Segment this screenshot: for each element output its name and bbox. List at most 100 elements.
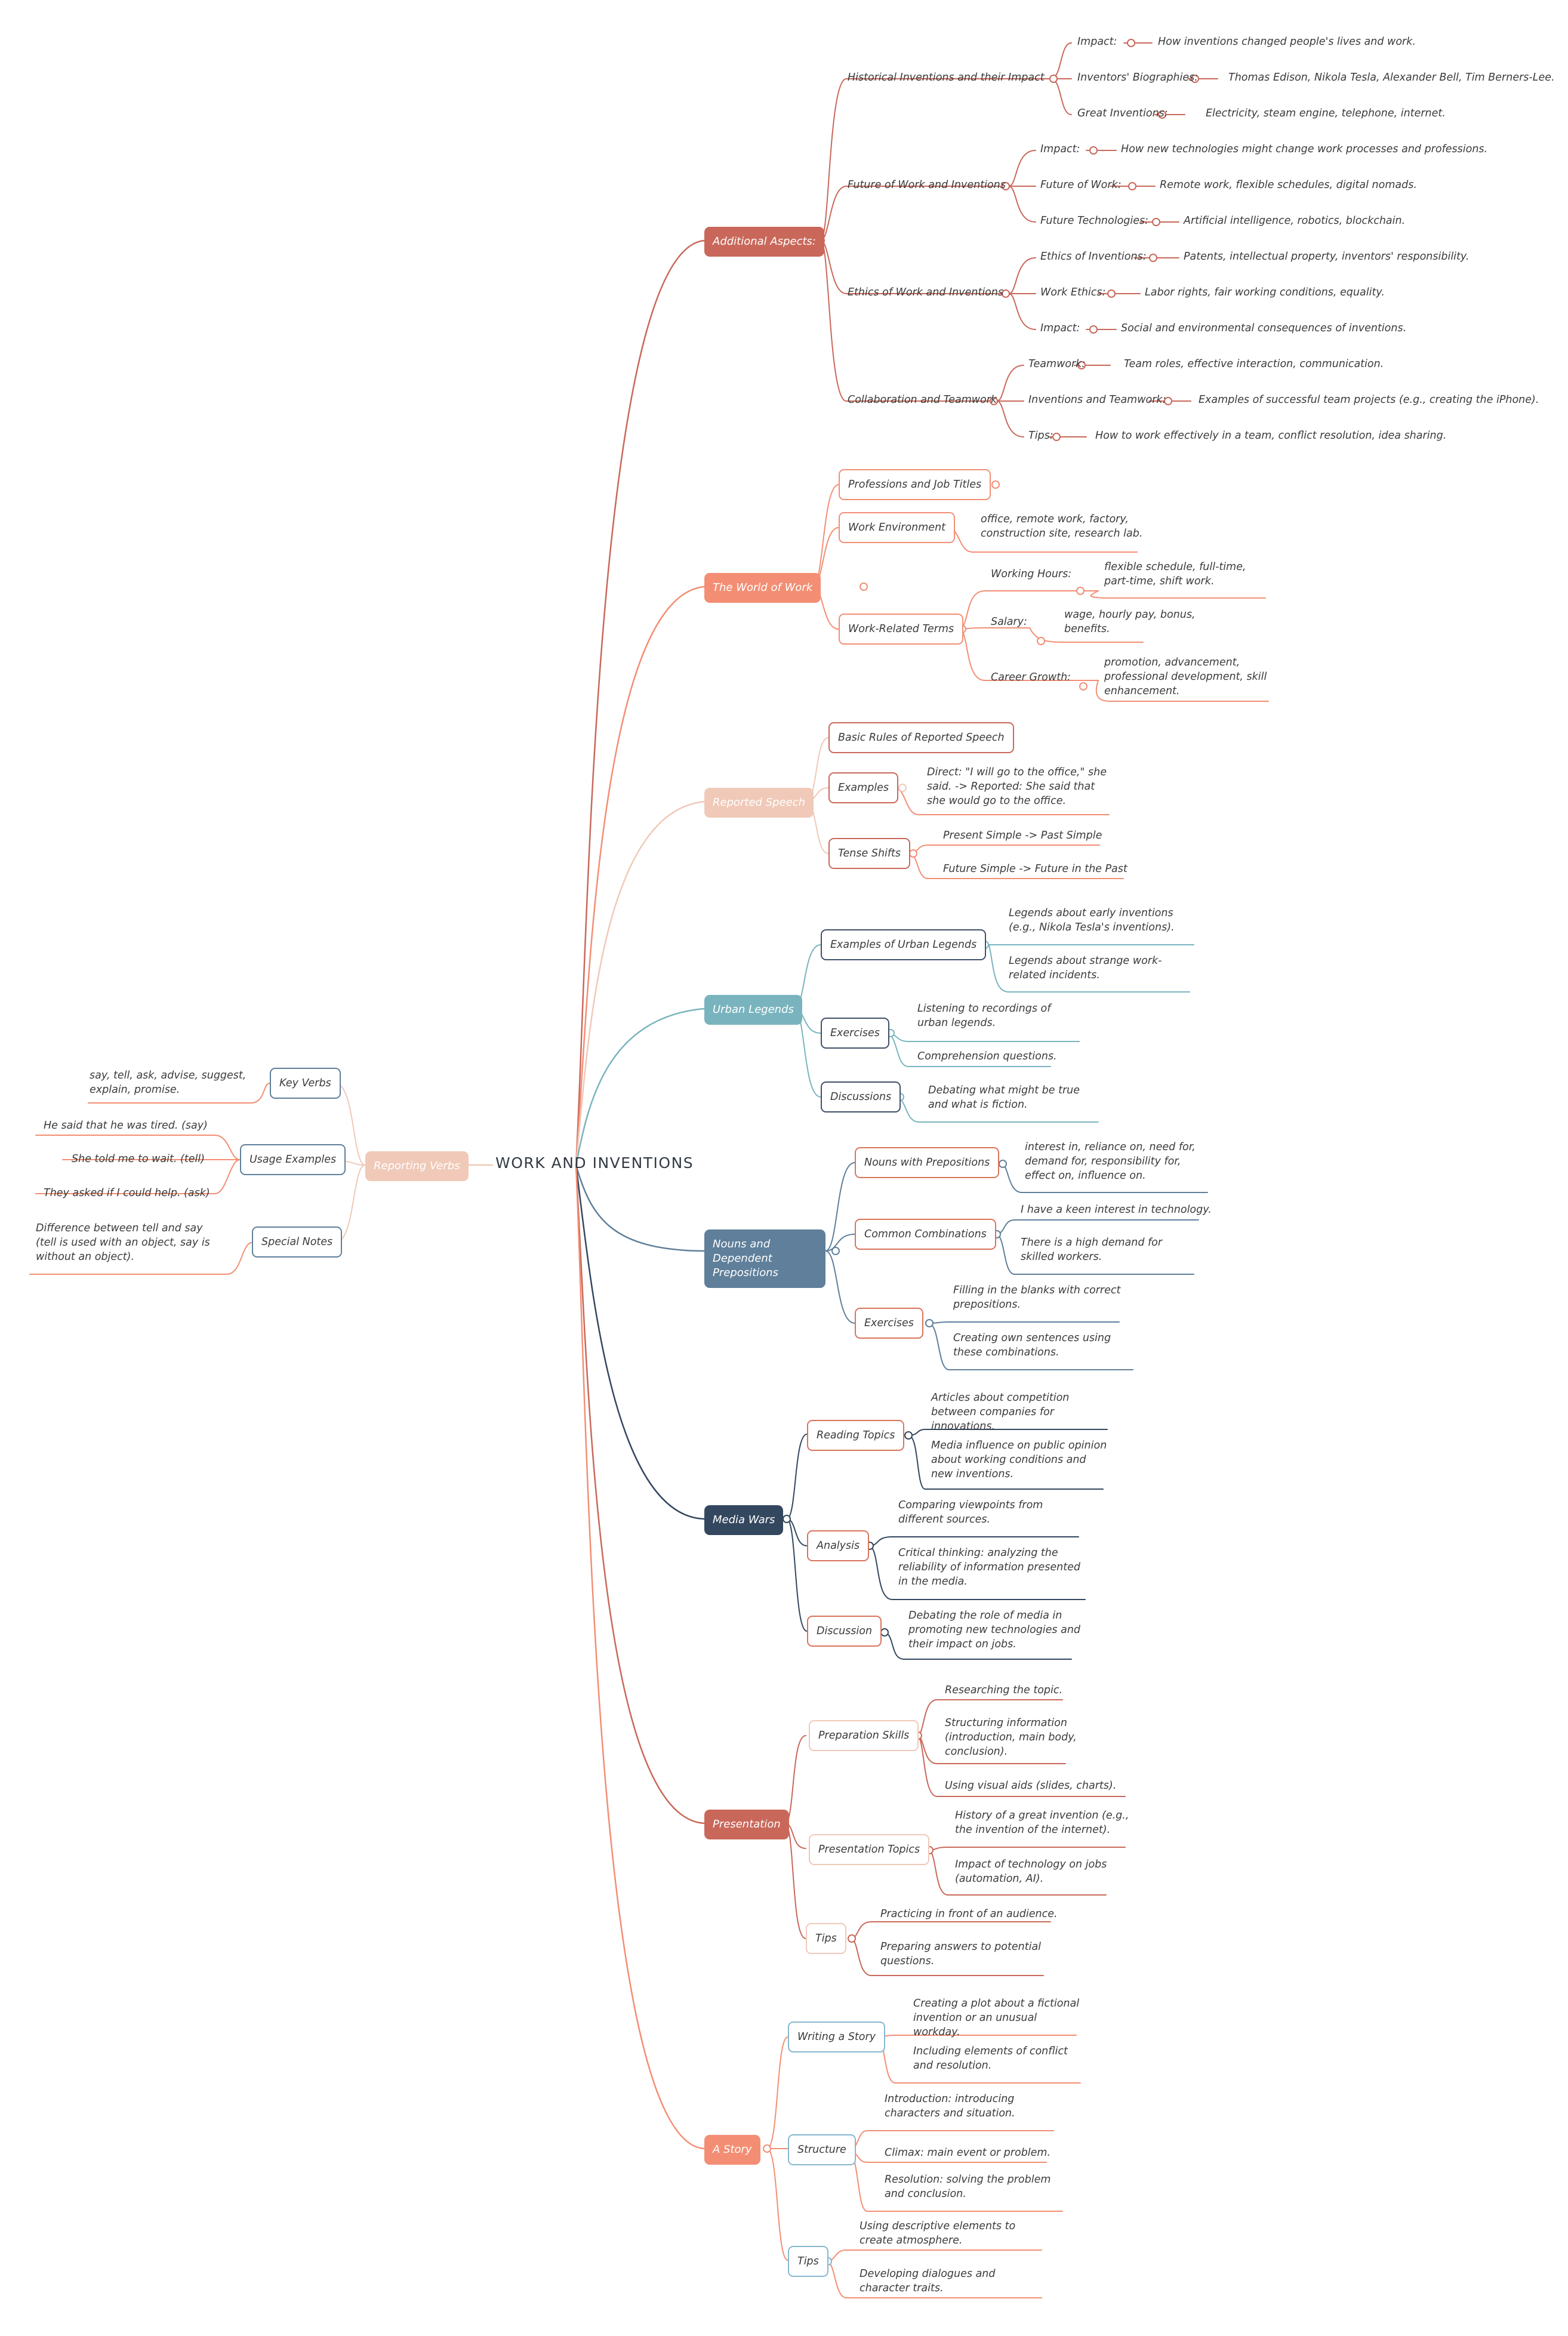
node-common-combinations[interactable]: Common Combinations <box>855 1219 996 1250</box>
topic-reported-speech[interactable]: Reported Speech <box>704 788 814 818</box>
node-basic-rules[interactable]: Basic Rules of Reported Speech <box>828 722 1014 753</box>
node-examples-urban-legends[interactable]: Examples of Urban Legends <box>821 929 987 960</box>
value-tip: Using descriptive elements to create atm… <box>860 2220 1016 2246</box>
value-exercise: Listening to recordings of urban legends… <box>917 1003 1051 1029</box>
value-tip: Developing dialogues and character trait… <box>860 2268 996 2294</box>
label-future-of-work: Future of Work: <box>1040 179 1122 191</box>
value-teamwork: Team roles, effective interaction, commu… <box>1124 358 1384 370</box>
label-impact: Impact: <box>1077 36 1117 48</box>
node-special-notes[interactable]: Special Notes <box>252 1226 343 1258</box>
value-work-environment: office, remote work, factory, constructi… <box>981 513 1143 540</box>
topic-nouns-prepositions[interactable]: Nouns and Dependent Prepositions <box>704 1229 825 1288</box>
value-preparation-skill: Researching the topic. <box>945 1684 1063 1696</box>
label-inventions-and-teamwork: Inventions and Teamwork: <box>1028 394 1166 406</box>
value-career-growth: promotion, advancement, professional dev… <box>1104 657 1267 697</box>
subtopic-ethics[interactable]: Ethics of Work and Inventions <box>848 286 1004 298</box>
node-examples[interactable]: Examples <box>828 772 899 803</box>
node-discussions[interactable]: Discussions <box>821 1081 901 1112</box>
value-tip: Practicing in front of an audience. <box>880 1908 1058 1920</box>
value-great-inventions: Electricity, steam engine, telephone, in… <box>1206 107 1446 119</box>
value-discussion: Debating the role of media in promoting … <box>908 1610 1081 1650</box>
node-structure[interactable]: Structure <box>788 2134 856 2165</box>
root-topic[interactable]: WORK AND INVENTIONS <box>495 1154 694 1172</box>
value-preparation-skill: Structuring information (introduction, m… <box>945 1717 1077 1758</box>
value-working-hours: flexible schedule, full-time, part-time,… <box>1104 561 1246 587</box>
value-salary: wage, hourly pay, bonus, benefits. <box>1064 609 1196 635</box>
topic-presentation[interactable]: Presentation <box>704 1810 789 1839</box>
value-nouns-with-prepositions: interest in, reliance on, need for, dema… <box>1025 1141 1196 1182</box>
value-exercise: Filling in the blanks with correct prepo… <box>953 1284 1121 1311</box>
value-usage-example: They asked if I could help. (ask) <box>44 1187 210 1199</box>
label-future-technologies: Future Technologies: <box>1040 215 1149 227</box>
topic-urban-legends[interactable]: Urban Legends <box>704 995 802 1025</box>
value-preparation-skill: Using visual aids (slides, charts). <box>945 1780 1117 1792</box>
node-exercises[interactable]: Exercises <box>855 1308 923 1339</box>
value-usage-example: She told me to wait. (tell) <box>72 1153 205 1165</box>
value-inventions-and-teamwork: Examples of successful team projects (e.… <box>1199 394 1539 406</box>
label-impact: Impact: <box>1040 143 1080 155</box>
value-impact: How inventions changed people's lives an… <box>1158 36 1416 48</box>
node-tips[interactable]: Tips <box>806 1923 846 1954</box>
value-exercise: Comprehension questions. <box>917 1050 1057 1062</box>
topic-a-story[interactable]: A Story <box>704 2135 760 2165</box>
value-tips: How to work effectively in a team, confl… <box>1095 430 1447 442</box>
topic-additional-aspects[interactable]: Additional Aspects: <box>704 227 824 257</box>
value-structure: Resolution: solving the problem and conc… <box>885 2174 1051 2200</box>
value-example: Legends about early inventions (e.g., Ni… <box>1009 907 1175 933</box>
value-analysis: Critical thinking: analyzing the reliabi… <box>898 1547 1080 1588</box>
node-key-verbs[interactable]: Key Verbs <box>270 1068 341 1099</box>
value-tip: Preparing answers to potential questions… <box>880 1941 1042 1967</box>
node-discussion[interactable]: Discussion <box>807 1616 882 1647</box>
node-tense-shifts[interactable]: Tense Shifts <box>828 838 911 869</box>
value-impact: How new technologies might change work p… <box>1121 143 1488 155</box>
node-work-related-terms[interactable]: Work-Related Terms <box>839 614 964 645</box>
label-inventors-biographies: Inventors' Biographies: <box>1077 72 1199 84</box>
value-analysis: Comparing viewpoints from different sour… <box>898 1499 1043 1526</box>
label-tips: Tips: <box>1028 430 1053 442</box>
label-working-hours: Working Hours: <box>991 568 1072 580</box>
node-reading-topics[interactable]: Reading Topics <box>807 1420 905 1451</box>
value-presentation-topic: History of a great invention (e.g., the … <box>955 1810 1129 1836</box>
node-presentation-topics[interactable]: Presentation Topics <box>809 1834 930 1865</box>
topic-world-of-work[interactable]: The World of Work <box>704 573 821 603</box>
value-usage-example: He said that he was tired. (say) <box>44 1120 208 1132</box>
topic-reporting-verbs[interactable]: Reporting Verbs <box>365 1151 469 1181</box>
value-impact: Social and environmental consequences of… <box>1121 322 1407 334</box>
value-tense-shift: Present Simple -> Past Simple <box>943 830 1102 842</box>
value-structure: Introduction: introducing characters and… <box>885 2093 1015 2119</box>
value-ethics-of-inventions: Patents, intellectual property, inventor… <box>1184 251 1470 263</box>
topic-media-wars[interactable]: Media Wars <box>704 1505 784 1535</box>
value-special-notes: Difference between tell and say (tell is… <box>36 1222 210 1263</box>
node-nouns-with-prepositions[interactable]: Nouns with Prepositions <box>855 1147 1000 1178</box>
node-preparation-skills[interactable]: Preparation Skills <box>809 1720 919 1751</box>
subtopic-collaboration[interactable]: Collaboration and Teamwork <box>848 394 997 406</box>
value-writing: Including elements of conflict and resol… <box>913 2045 1068 2072</box>
value-combination: I have a keen interest in technology. <box>1021 1204 1212 1216</box>
value-reading-topic: Media influence on public opinion about … <box>931 1440 1107 1480</box>
subtopic-future-of-work[interactable]: Future of Work and Inventions <box>848 179 1006 191</box>
value-inventors-biographies: Thomas Edison, Nikola Tesla, Alexander B… <box>1228 72 1555 84</box>
node-usage-examples[interactable]: Usage Examples <box>240 1144 346 1175</box>
value-structure: Climax: main event or problem. <box>885 2147 1051 2159</box>
value-combination: There is a high demand for skilled worke… <box>1021 1237 1163 1263</box>
node-tips[interactable]: Tips <box>788 2246 828 2277</box>
subtopic-historical-inventions[interactable]: Historical Inventions and their Impact <box>848 72 1045 84</box>
value-reading-topic: Articles about competition between compa… <box>931 1392 1070 1432</box>
label-great-inventions: Great Inventions: <box>1077 107 1168 119</box>
value-examples: Direct: "I will go to the office," she s… <box>927 766 1107 807</box>
value-writing: Creating a plot about a fictional invent… <box>913 1998 1080 2038</box>
value-example: Legends about strange work-related incid… <box>1009 955 1162 981</box>
node-writing-a-story[interactable]: Writing a Story <box>788 2021 886 2053</box>
node-exercises[interactable]: Exercises <box>821 1018 889 1049</box>
node-work-environment[interactable]: Work Environment <box>839 512 956 543</box>
node-analysis[interactable]: Analysis <box>807 1530 870 1561</box>
value-work-ethics: Labor rights, fair working conditions, e… <box>1145 286 1385 298</box>
label-impact: Impact: <box>1040 322 1080 334</box>
value-tense-shift: Future Simple -> Future in the Past <box>943 863 1128 875</box>
node-professions[interactable]: Professions and Job Titles <box>839 469 991 500</box>
value-future-of-work: Remote work, flexible schedules, digital… <box>1160 179 1417 191</box>
value-key-verbs: say, tell, ask, advise, suggest, explain… <box>90 1070 247 1096</box>
label-career-growth: Career Growth: <box>991 671 1071 683</box>
